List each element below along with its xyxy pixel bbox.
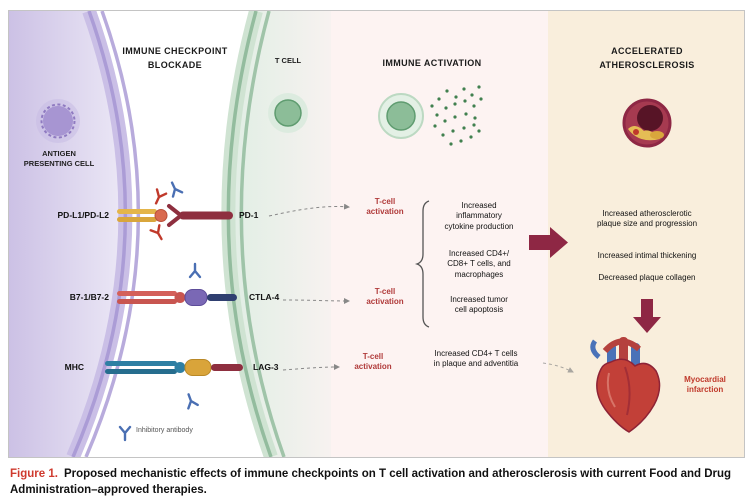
mhc-label: MHC bbox=[64, 362, 84, 372]
lag3-label: LAG-3 bbox=[253, 362, 279, 372]
figure-caption-text: Proposed mechanistic effects of immune c… bbox=[10, 468, 732, 497]
t-cell-icon bbox=[268, 93, 308, 133]
t-cell-membrane bbox=[221, 11, 331, 457]
effect-cd4-cd8: Increased CD4+/ CD8+ T cells, and macrop… bbox=[447, 249, 511, 279]
inhibitory-antibody-label: Inhibitory antibody bbox=[136, 427, 193, 434]
arrow-down-icon bbox=[633, 299, 661, 333]
myocardial-infarction-label: Myocardial infarction bbox=[684, 375, 726, 395]
mhc-lag3-receptor-icon bbox=[105, 359, 243, 410]
b7-ctla4-receptor-icon bbox=[117, 262, 237, 306]
figure-panel: IMMUNE CHECKPOINT BLOCKADE IMMUNE ACTIVA… bbox=[8, 10, 745, 458]
effect-plaque-progression: Increased atherosclerotic plaque size an… bbox=[596, 209, 698, 229]
figure-graphics bbox=[9, 11, 744, 457]
t-cell-activation-label-2: T-cell activation bbox=[366, 287, 404, 306]
right-panel-title: ACCELERATED ATHEROSCLEROSIS bbox=[599, 46, 695, 70]
arrow-right-icon bbox=[529, 227, 568, 258]
middle-panel-bg bbox=[331, 11, 548, 457]
effect-apoptosis: Increased tumor cell apoptosis bbox=[450, 295, 508, 315]
apc-membrane bbox=[9, 11, 141, 457]
heart-icon bbox=[590, 337, 661, 433]
activated-t-cell-icon bbox=[378, 93, 424, 139]
b7-label: B7-1/B7-2 bbox=[69, 292, 109, 302]
figure-caption: Figure 1.Proposed mechanistic effects of… bbox=[10, 466, 744, 498]
pdl1-pd1-receptor-icon bbox=[117, 179, 233, 243]
apc-cell-label: ANTIGEN PRESENTING CELL bbox=[23, 149, 95, 169]
inhibitory-antibody-icon bbox=[118, 425, 132, 442]
apc-cell-icon bbox=[36, 99, 80, 143]
pd1-label: PD-1 bbox=[239, 210, 259, 220]
t-cell-label: T CELL bbox=[274, 56, 302, 65]
ctla4-label: CTLA-4 bbox=[249, 292, 280, 302]
dashed-arrows bbox=[268, 203, 574, 373]
pdl1-label: PD-L1/PD-L2 bbox=[57, 210, 109, 220]
effect-plaque-collagen: Decreased plaque collagen bbox=[598, 273, 696, 282]
cytokine-dots-icon bbox=[430, 85, 483, 146]
left-panel-title: IMMUNE CHECKPOINT BLOCKADE bbox=[122, 46, 228, 70]
t-cell-activation-label-3: T-cell activation bbox=[354, 352, 392, 371]
t-cell-activation-label-1: T-cell activation bbox=[366, 197, 404, 216]
effect-plaque-adventitia: Increased CD4+ T cells in plaque and adv… bbox=[433, 349, 519, 369]
effect-cytokine: Increased inflammatory cytokine producti… bbox=[444, 201, 514, 231]
grouping-brace bbox=[414, 200, 430, 328]
plaque-artery-icon bbox=[622, 98, 672, 148]
figure-caption-label: Figure 1. bbox=[10, 468, 58, 480]
effect-intimal-thickening: Increased intimal thickening bbox=[597, 251, 697, 260]
middle-panel-title: IMMUNE ACTIVATION bbox=[382, 58, 482, 68]
